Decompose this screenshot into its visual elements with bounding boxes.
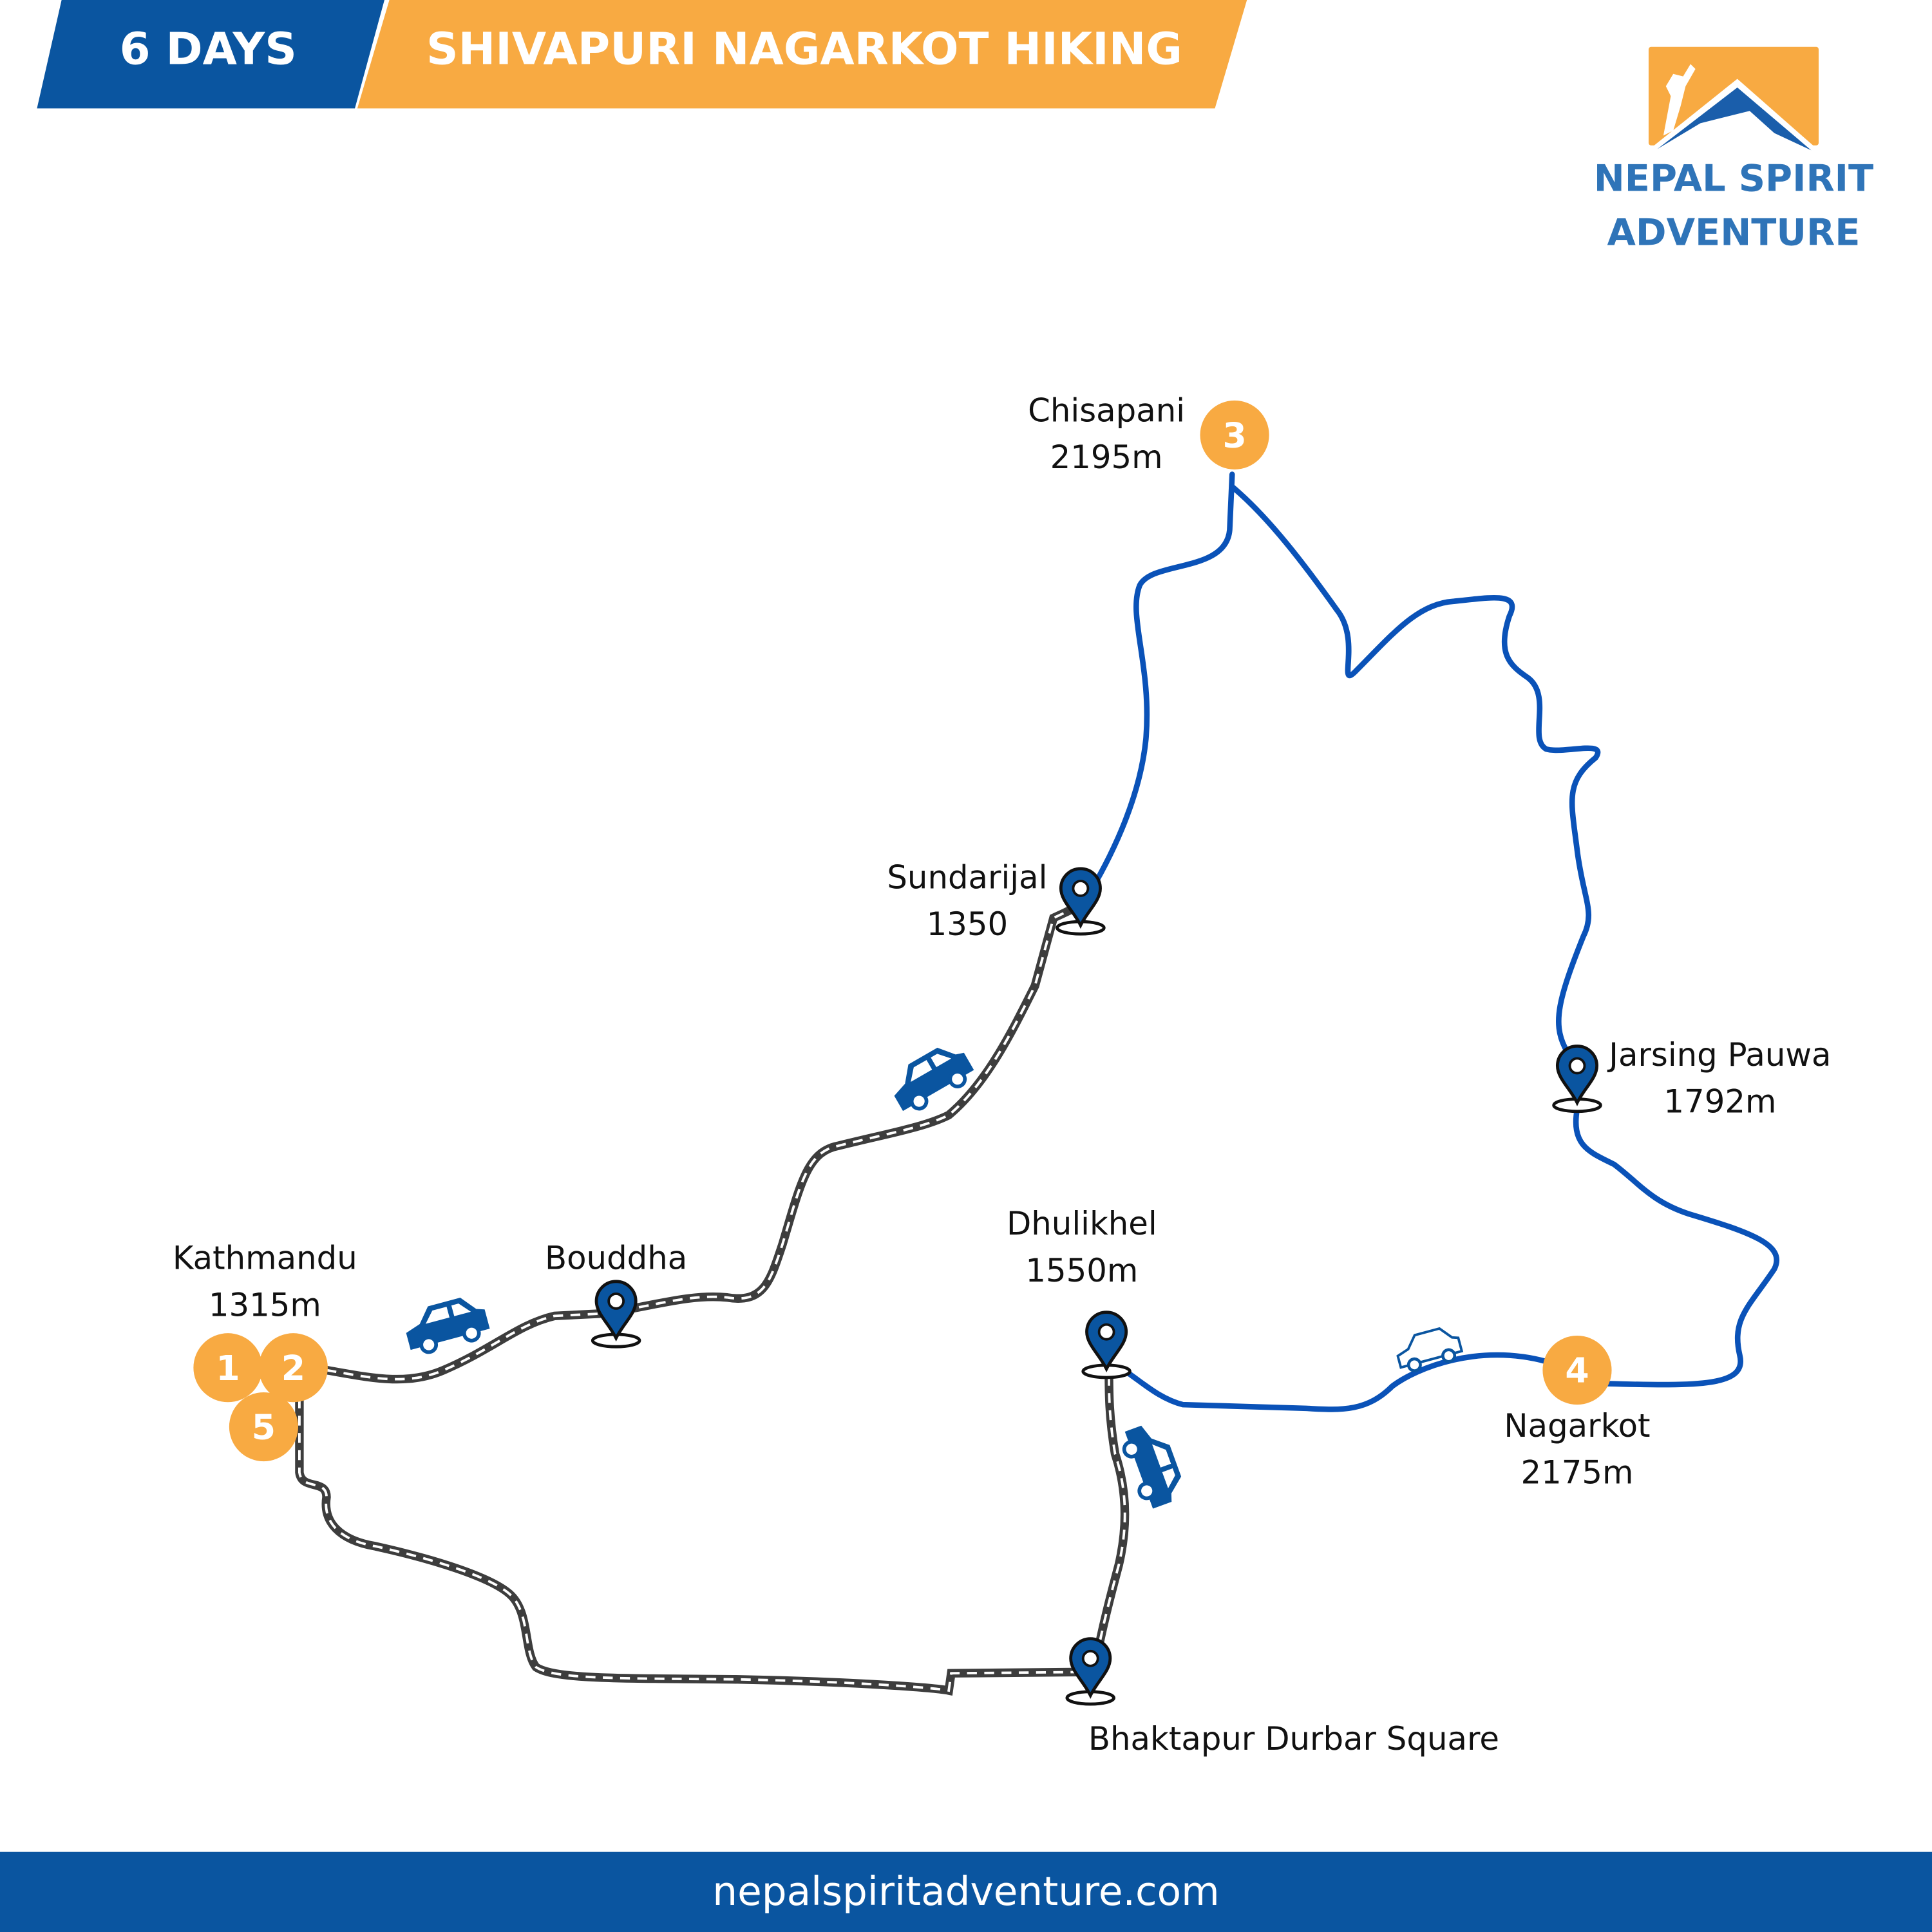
car-icon — [406, 1298, 490, 1354]
header-days-bg — [37, 0, 384, 109]
location-bouddha: Bouddha — [544, 1240, 688, 1278]
day-number: 1 — [216, 1348, 240, 1388]
day-marker-4: 4 — [1542, 1335, 1612, 1405]
day-number: 3 — [1222, 415, 1246, 456]
day-marker-5: 5 — [229, 1392, 299, 1462]
day-marker-3: 3 — [1200, 400, 1269, 469]
brand-line2: ADVENTURE — [1607, 212, 1861, 256]
car-icon — [1122, 1425, 1182, 1509]
road-kathmandu-bhaktapur — [299, 1399, 1084, 1690]
header-title-bg — [357, 0, 1247, 109]
website-footer[interactable]: nepalspiritadventure.com — [0, 1852, 1932, 1932]
map-pin-icon — [1081, 1311, 1132, 1379]
map-pin-icon — [1056, 867, 1106, 936]
day-marker-2: 2 — [258, 1333, 328, 1403]
brand-line1: NEPAL SPIRIT — [1593, 157, 1874, 201]
climber-mountain-logo — [1648, 46, 1819, 151]
car-icon — [1396, 1327, 1464, 1372]
day-number: 5 — [252, 1407, 276, 1448]
day-number: 4 — [1565, 1350, 1589, 1391]
map-pin-icon — [1552, 1045, 1602, 1113]
map-pin-icon — [591, 1280, 641, 1349]
trip-title: SHIVAPURI NAGARKOT HIKING — [426, 24, 1182, 75]
location-bhaktapur: Bhaktapur Durbar Square — [1088, 1721, 1499, 1759]
day-marker-1: 1 — [193, 1333, 263, 1403]
day-number: 2 — [281, 1348, 305, 1388]
days-label: 6 DAYS — [119, 24, 297, 75]
map-pin-icon — [1065, 1637, 1115, 1706]
hiking-trail — [1079, 471, 1780, 1412]
car-icon — [894, 1047, 974, 1112]
